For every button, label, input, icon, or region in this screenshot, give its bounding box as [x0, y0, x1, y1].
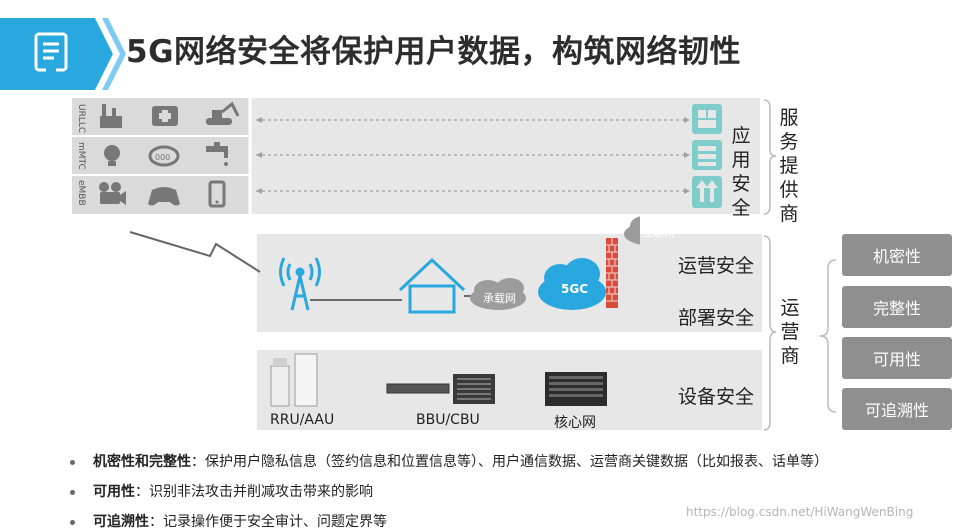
bullet-traceability: 可追溯性：记录操作便于安全审计、问题定界等: [70, 511, 387, 531]
svg-text:000: 000: [155, 153, 170, 162]
core-5gc-label: 5GC: [561, 282, 589, 296]
service-provider-bracket: [763, 99, 777, 215]
property-integrity: 完整性: [842, 286, 952, 328]
service-provider-label: 服务提供商: [779, 107, 799, 225]
bearer-network-cloud: [470, 278, 526, 310]
operator-label: 运营商: [780, 297, 800, 367]
bullet-dot: [70, 489, 75, 495]
device-security-label: 设备安全: [678, 386, 755, 408]
meter-icon: 000: [148, 145, 180, 167]
property-confidentiality: 机密性: [842, 234, 952, 276]
water-tap-icon: [206, 142, 228, 166]
properties-bracket: [819, 259, 837, 413]
service-panel-graphics: 000: [72, 98, 722, 214]
ops-security-label: 运营安全: [678, 255, 755, 277]
property-availability: 可用性: [842, 337, 952, 379]
wireless-link: [129, 231, 261, 273]
bullet-confidentiality: 机密性和完整性：保护用户隐私信息（签约信息和位置信息等）、用户通信数据、运营商关…: [70, 451, 828, 471]
internet-cloud: [624, 216, 640, 245]
core-network-icon: [545, 372, 607, 406]
bbu-cbu-icon: [386, 374, 495, 404]
device-label-core: 核心网: [554, 415, 596, 431]
document-icon: [34, 32, 68, 72]
antenna-icon: [279, 257, 321, 311]
bullet-term: 机密性和完整性: [93, 454, 191, 470]
video-camera-icon: [99, 182, 126, 205]
bullet-text: ：识别非法攻击并削减攻击带来的影响: [135, 484, 373, 500]
firewall-icon: [606, 238, 618, 308]
lightbulb-icon: [104, 145, 120, 166]
bullet-dot: [70, 459, 75, 465]
device-label-bbu: BBU/CBU: [416, 412, 480, 428]
house-icon: [398, 257, 466, 314]
bullet-term: 可用性: [93, 484, 135, 500]
bullet-term: 可追溯性: [93, 514, 149, 530]
app-security-icon: [692, 104, 722, 208]
operations-graphics: [129, 216, 640, 314]
bearer-network-label: 承载网: [483, 292, 516, 305]
factory-icon: [100, 104, 122, 128]
watermark: https://blog.csdn.net/HiWangWenBing: [686, 505, 914, 519]
device-panel: [257, 350, 762, 430]
device-graphics: [270, 353, 607, 407]
bullet-availability: 可用性：识别非法攻击并削减攻击带来的影响: [70, 481, 373, 501]
bullet-text: ：记录操作便于安全审计、问题定界等: [149, 514, 387, 530]
header-banner: [0, 18, 126, 90]
app-security-label: 应用安全: [731, 125, 751, 219]
core-5gc-cloud: [538, 258, 606, 310]
bullet-text: ：保护用户隐私信息（签约信息和位置信息等）、用户通信数据、运营商关键数据（比如报…: [191, 454, 828, 470]
smartphone-icon: [208, 180, 226, 208]
page-title: 5G网络安全将保护用户数据，构筑网络韧性: [126, 34, 742, 70]
internet-label: 互联网: [642, 226, 675, 239]
operator-bracket: [763, 235, 777, 431]
excavator-icon: [206, 101, 240, 125]
deploy-security-label: 部署安全: [678, 307, 755, 329]
ambulance-icon: [152, 106, 178, 126]
rru-aau-icon: [270, 353, 318, 407]
property-traceability: 可追溯性: [842, 388, 952, 430]
device-label-rru: RRU/AAU: [270, 412, 335, 428]
bullet-dot: [70, 519, 75, 525]
gamepad-icon: [148, 187, 180, 206]
